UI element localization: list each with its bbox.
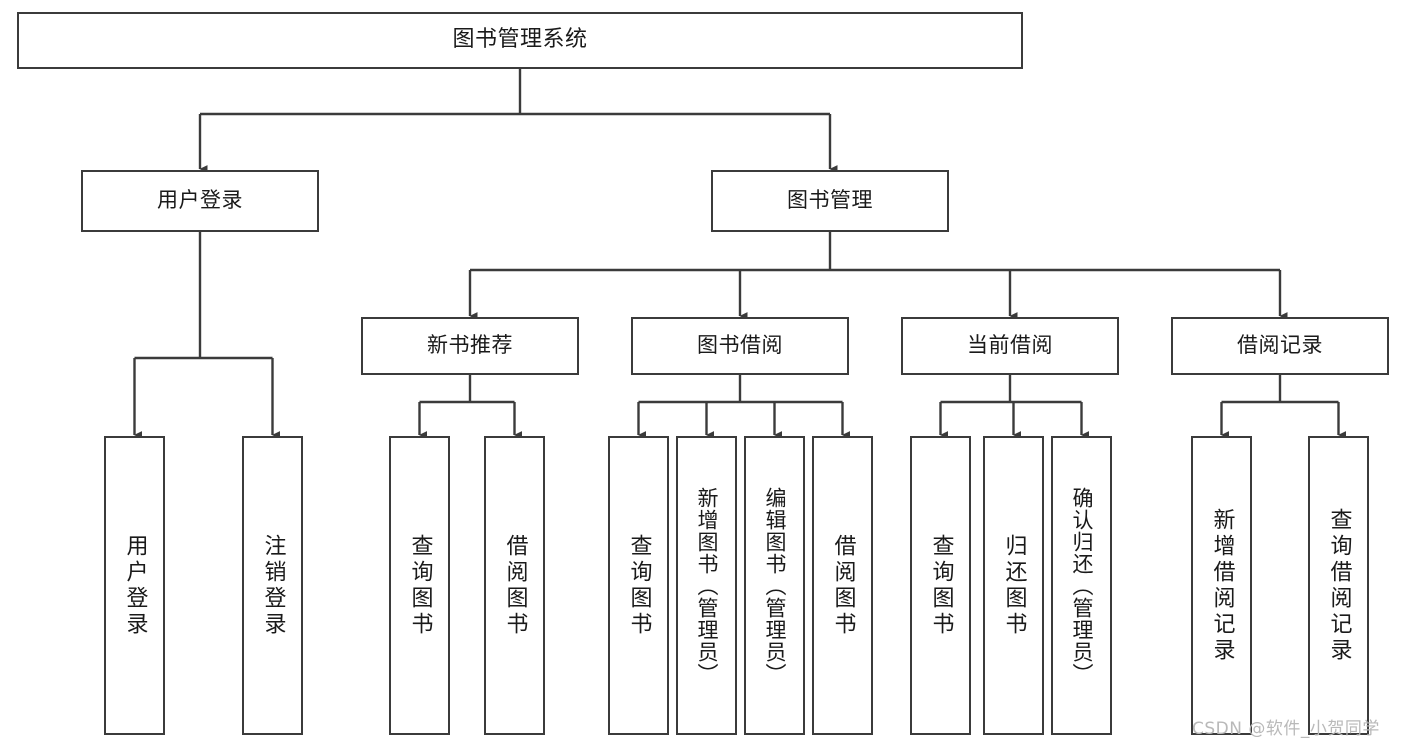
node-label: 用户登录: [157, 188, 243, 213]
node-label: 编辑图书（管理员）: [763, 486, 787, 685]
node-borrow[interactable]: 图书借阅: [631, 317, 849, 375]
node-records[interactable]: 借阅记录: [1171, 317, 1389, 375]
node-label: 借阅图书: [502, 533, 528, 638]
node-label: 当前借阅: [967, 333, 1053, 358]
node-label: 借阅图书: [830, 533, 856, 638]
node-newbook[interactable]: 新书推荐: [361, 317, 579, 375]
node-label: 图书管理系统: [452, 27, 588, 53]
node-leaf-query-record[interactable]: 查询借阅记录: [1308, 436, 1369, 735]
node-leaf-query-book-2[interactable]: 查询图书: [608, 436, 669, 735]
node-leaf-query-book-3[interactable]: 查询图书: [910, 436, 971, 735]
node-root[interactable]: 图书管理系统: [17, 12, 1023, 69]
node-leaf-return-book[interactable]: 归还图书: [983, 436, 1044, 735]
node-login[interactable]: 用户登录: [81, 170, 319, 232]
node-leaf-confirm-return[interactable]: 确认归还（管理员）: [1051, 436, 1112, 735]
node-label: 注销登录: [260, 533, 286, 638]
node-label: 查询借阅记录: [1326, 507, 1352, 664]
node-label: 查询图书: [407, 533, 433, 638]
node-leaf-user-logout[interactable]: 注销登录: [242, 436, 303, 735]
node-label: 确认归还（管理员）: [1070, 486, 1094, 685]
node-label: 归还图书: [1001, 533, 1027, 638]
node-leaf-query-book-1[interactable]: 查询图书: [389, 436, 450, 735]
node-leaf-borrow-book-2[interactable]: 借阅图书: [812, 436, 873, 735]
node-label: 图书借阅: [697, 333, 783, 358]
node-label: 借阅记录: [1237, 333, 1323, 358]
node-leaf-add-record[interactable]: 新增借阅记录: [1191, 436, 1252, 735]
node-leaf-borrow-book-1[interactable]: 借阅图书: [484, 436, 545, 735]
node-label: 查询图书: [928, 533, 954, 638]
node-label: 新增借阅记录: [1209, 507, 1235, 664]
node-leaf-edit-book[interactable]: 编辑图书（管理员）: [744, 436, 805, 735]
csdn-watermark: CSDN @软件_小贺同学: [1192, 719, 1380, 739]
node-leaf-user-login[interactable]: 用户登录: [104, 436, 165, 735]
node-label: 图书管理: [787, 188, 873, 213]
node-label: 新书推荐: [427, 333, 513, 358]
node-leaf-add-book[interactable]: 新增图书（管理员）: [676, 436, 737, 735]
node-current[interactable]: 当前借阅: [901, 317, 1119, 375]
node-label: 新增图书（管理员）: [695, 486, 719, 685]
node-label: 查询图书: [626, 533, 652, 638]
node-bookmgmt[interactable]: 图书管理: [711, 170, 949, 232]
node-label: 用户登录: [122, 533, 148, 638]
